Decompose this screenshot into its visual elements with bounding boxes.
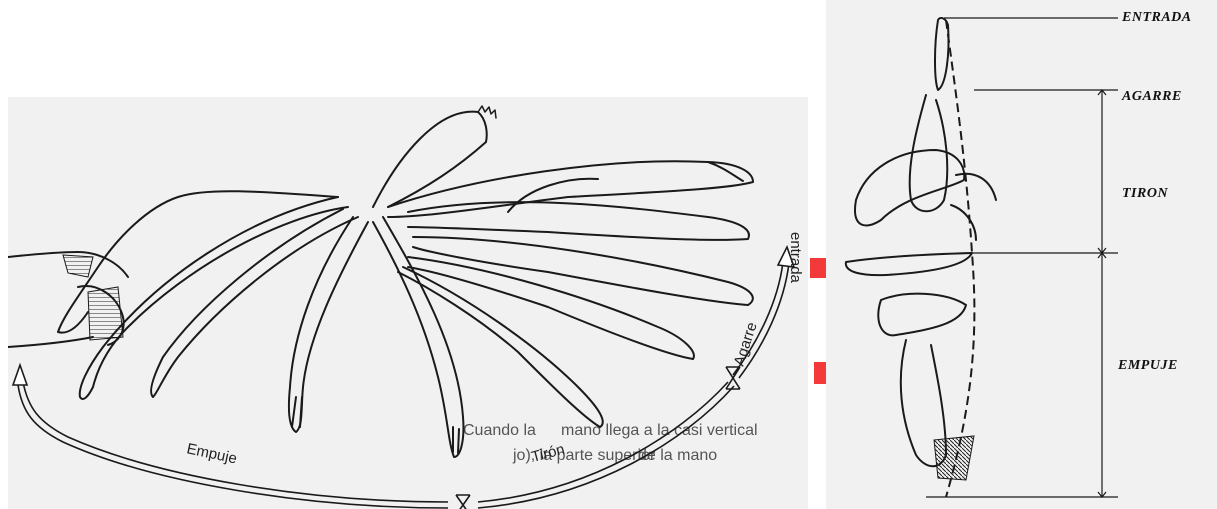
stroke-fan-drawing: Empuje Tirón Agarre entrada <box>8 97 808 509</box>
arm-2 <box>408 202 749 240</box>
stroke-phases-diagram: ENTRADA AGARRE TIRON EMPUJE <box>826 0 1217 509</box>
arm-horizontal <box>846 253 972 275</box>
label-agarre: Agarre <box>731 320 761 368</box>
label-empuje-phase: EMPUJE <box>1118 358 1178 374</box>
arm-8 <box>80 197 348 399</box>
arc-tiron <box>478 382 728 502</box>
shoulder-outline <box>373 112 487 207</box>
label-agarre-phase: AGARRE <box>1122 89 1182 105</box>
label-entrada: entrada <box>787 232 804 284</box>
hand-path-dashed <box>946 20 974 497</box>
stroke-fan-diagram: Cuando la mano llega a la casi vertical … <box>8 97 808 509</box>
red-mark-2 <box>814 362 826 384</box>
label-tiron: Tirón <box>530 441 567 466</box>
label-entrada-phase: ENTRADA <box>1122 10 1192 26</box>
label-tiron-phase: TIRON <box>1122 186 1168 202</box>
arm-6 <box>289 217 368 432</box>
stroke-phases-drawing <box>826 0 1217 509</box>
hatch-shading-1 <box>63 255 93 277</box>
arc-empuje <box>23 382 448 502</box>
arm-3 <box>413 237 753 305</box>
marker-bottom <box>456 495 470 509</box>
arm-bent-2 <box>878 294 966 336</box>
red-mark-1 <box>810 258 826 278</box>
hatch-shading-right <box>934 436 974 480</box>
arrowhead-empuje <box>13 365 27 385</box>
marker-right <box>726 367 740 389</box>
label-empuje: Empuje <box>185 440 238 467</box>
arm-entrada <box>388 161 753 217</box>
arm-vertical <box>373 217 463 457</box>
hatch-shading-2 <box>88 287 123 340</box>
